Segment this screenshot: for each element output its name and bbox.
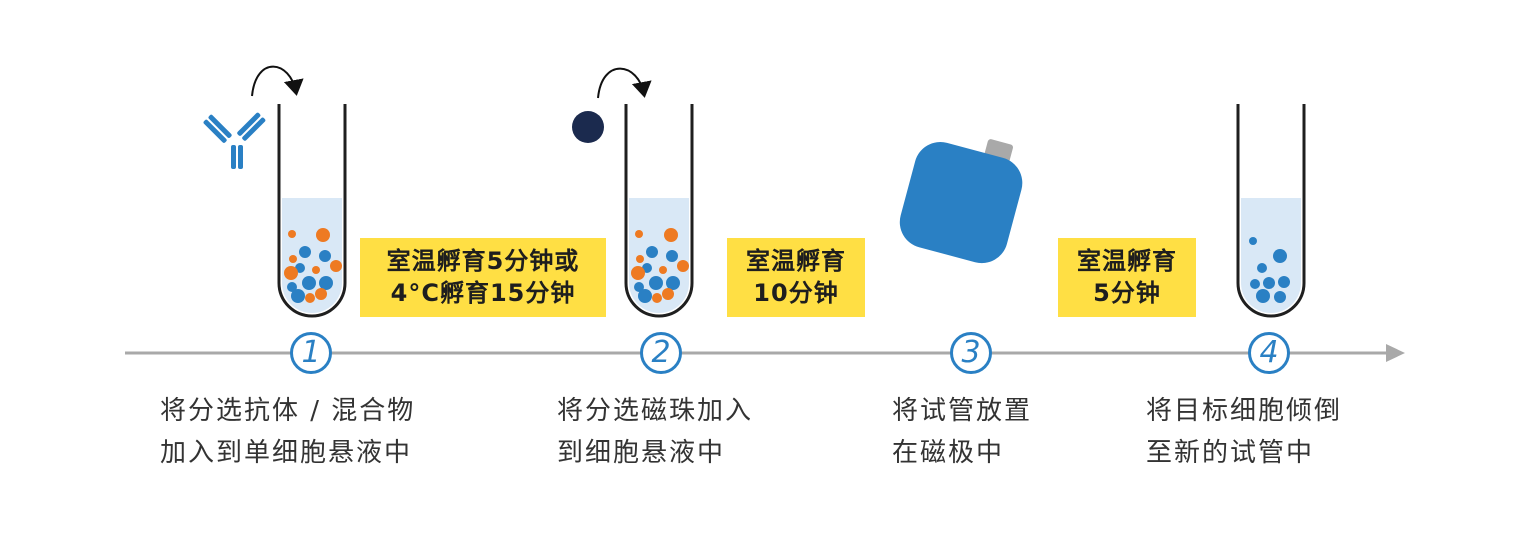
antibody-icon xyxy=(203,112,266,169)
incubation-label-1: 室温孵育5分钟或 4°C孵育15分钟 xyxy=(360,238,606,317)
step-description-4: 将目标细胞倾倒 至新的试管中 xyxy=(1146,390,1342,474)
incubation-label-2: 室温孵育 10分钟 xyxy=(727,238,865,317)
incubation-label-line2: 4°C孵育15分钟 xyxy=(390,279,576,307)
step-number-1: 1 xyxy=(290,332,332,374)
step-description-line1: 将分选抗体 / 混合物 xyxy=(160,396,416,426)
step-description-line1: 将目标细胞倾倒 xyxy=(1146,396,1343,426)
cells xyxy=(1249,237,1290,303)
add-arrow-icon xyxy=(251,65,304,97)
tube-1 xyxy=(277,104,347,318)
incubation-label-line2: 5分钟 xyxy=(1093,279,1161,307)
incubation-label-line1: 室温孵育 xyxy=(1077,247,1177,275)
timeline-arrow-icon xyxy=(1386,344,1405,362)
step-description-line1: 将试管放置 xyxy=(892,396,1033,426)
step-description-line2: 至新的试管中 xyxy=(1146,438,1315,468)
step-number-4: 4 xyxy=(1248,332,1290,374)
magnet-icon xyxy=(899,139,1023,264)
incubation-label-line1: 室温孵育 xyxy=(746,247,846,275)
incubation-label-line2: 10分钟 xyxy=(753,279,839,307)
step-description-2: 将分选磁珠加入 到细胞悬液中 xyxy=(557,390,753,474)
tube-2 xyxy=(624,104,694,318)
cells xyxy=(284,228,342,303)
tube-4 xyxy=(1236,104,1306,318)
step-description-1: 将分选抗体 / 混合物 加入到单细胞悬液中 xyxy=(160,390,415,474)
magnetic-bead-icon xyxy=(572,111,604,143)
step-number-3: 3 xyxy=(950,332,992,374)
cells xyxy=(631,228,689,303)
step-description-3: 将试管放置 在磁极中 xyxy=(892,390,1032,474)
step-description-line2: 到细胞悬液中 xyxy=(557,438,726,468)
step-description-line2: 在磁极中 xyxy=(892,438,1005,468)
incubation-label-3: 室温孵育 5分钟 xyxy=(1058,238,1196,317)
step-description-line1: 将分选磁珠加入 xyxy=(557,396,754,426)
add-arrow-icon xyxy=(597,67,652,99)
step-description-line2: 加入到单细胞悬液中 xyxy=(160,438,413,468)
incubation-label-line1: 室温孵育5分钟或 xyxy=(386,247,580,275)
step-number-2: 2 xyxy=(640,332,682,374)
